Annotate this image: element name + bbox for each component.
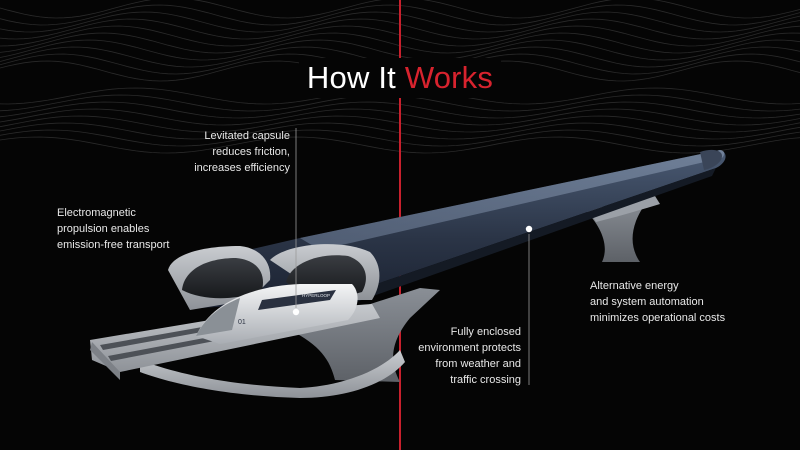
callout-line: minimizes operational costs	[590, 312, 726, 324]
pod-number: 01	[238, 319, 246, 326]
pod-nose-shadow	[196, 298, 240, 336]
callout-electromagnetic: Electromagnetic propulsion enables emiss…	[57, 205, 170, 253]
callout-line: increases efficiency	[194, 162, 290, 174]
page-title: How It Works	[0, 58, 800, 98]
callout-line: Alternative energy	[590, 280, 679, 292]
callout-dot-levitated	[292, 308, 300, 316]
far-pillar-arm	[590, 196, 660, 222]
callout-line: Fully enclosed	[450, 326, 521, 338]
callout-line: emission-free transport	[57, 239, 170, 251]
callout-alternative: Alternative energy and system automation…	[590, 278, 725, 326]
tube-underside	[330, 168, 716, 306]
callout-line: traffic crossing	[450, 374, 521, 386]
pod-window	[258, 290, 336, 310]
background-wave-line	[0, 0, 800, 19]
tube-end-cap	[700, 149, 722, 170]
title-part-2: Works	[404, 60, 494, 95]
callout-line: and system automation	[590, 296, 704, 308]
callout-line: reduces friction,	[212, 146, 290, 158]
callout-line: propulsion enables	[57, 223, 150, 235]
pod-badge: HYPERLOOP	[302, 293, 330, 298]
callout-line: from weather and	[435, 358, 521, 370]
tube-top-ridge	[300, 150, 725, 250]
callout-line: Electromagnetic	[57, 207, 136, 219]
callout-line: environment protects	[418, 342, 521, 354]
callout-dot-alternative	[525, 225, 533, 233]
main-pillar-arm-left	[140, 350, 405, 398]
callout-enclosed: Fully enclosed environment protects from…	[410, 324, 521, 388]
callout-line: Levitated capsule	[204, 130, 290, 142]
tube-bore-left	[182, 258, 263, 299]
callout-levitated: Levitated capsule reduces friction, incr…	[186, 128, 290, 176]
main-pillar	[290, 288, 440, 382]
title-part-1: How It	[306, 60, 396, 95]
cutaway-base-front	[90, 342, 120, 380]
